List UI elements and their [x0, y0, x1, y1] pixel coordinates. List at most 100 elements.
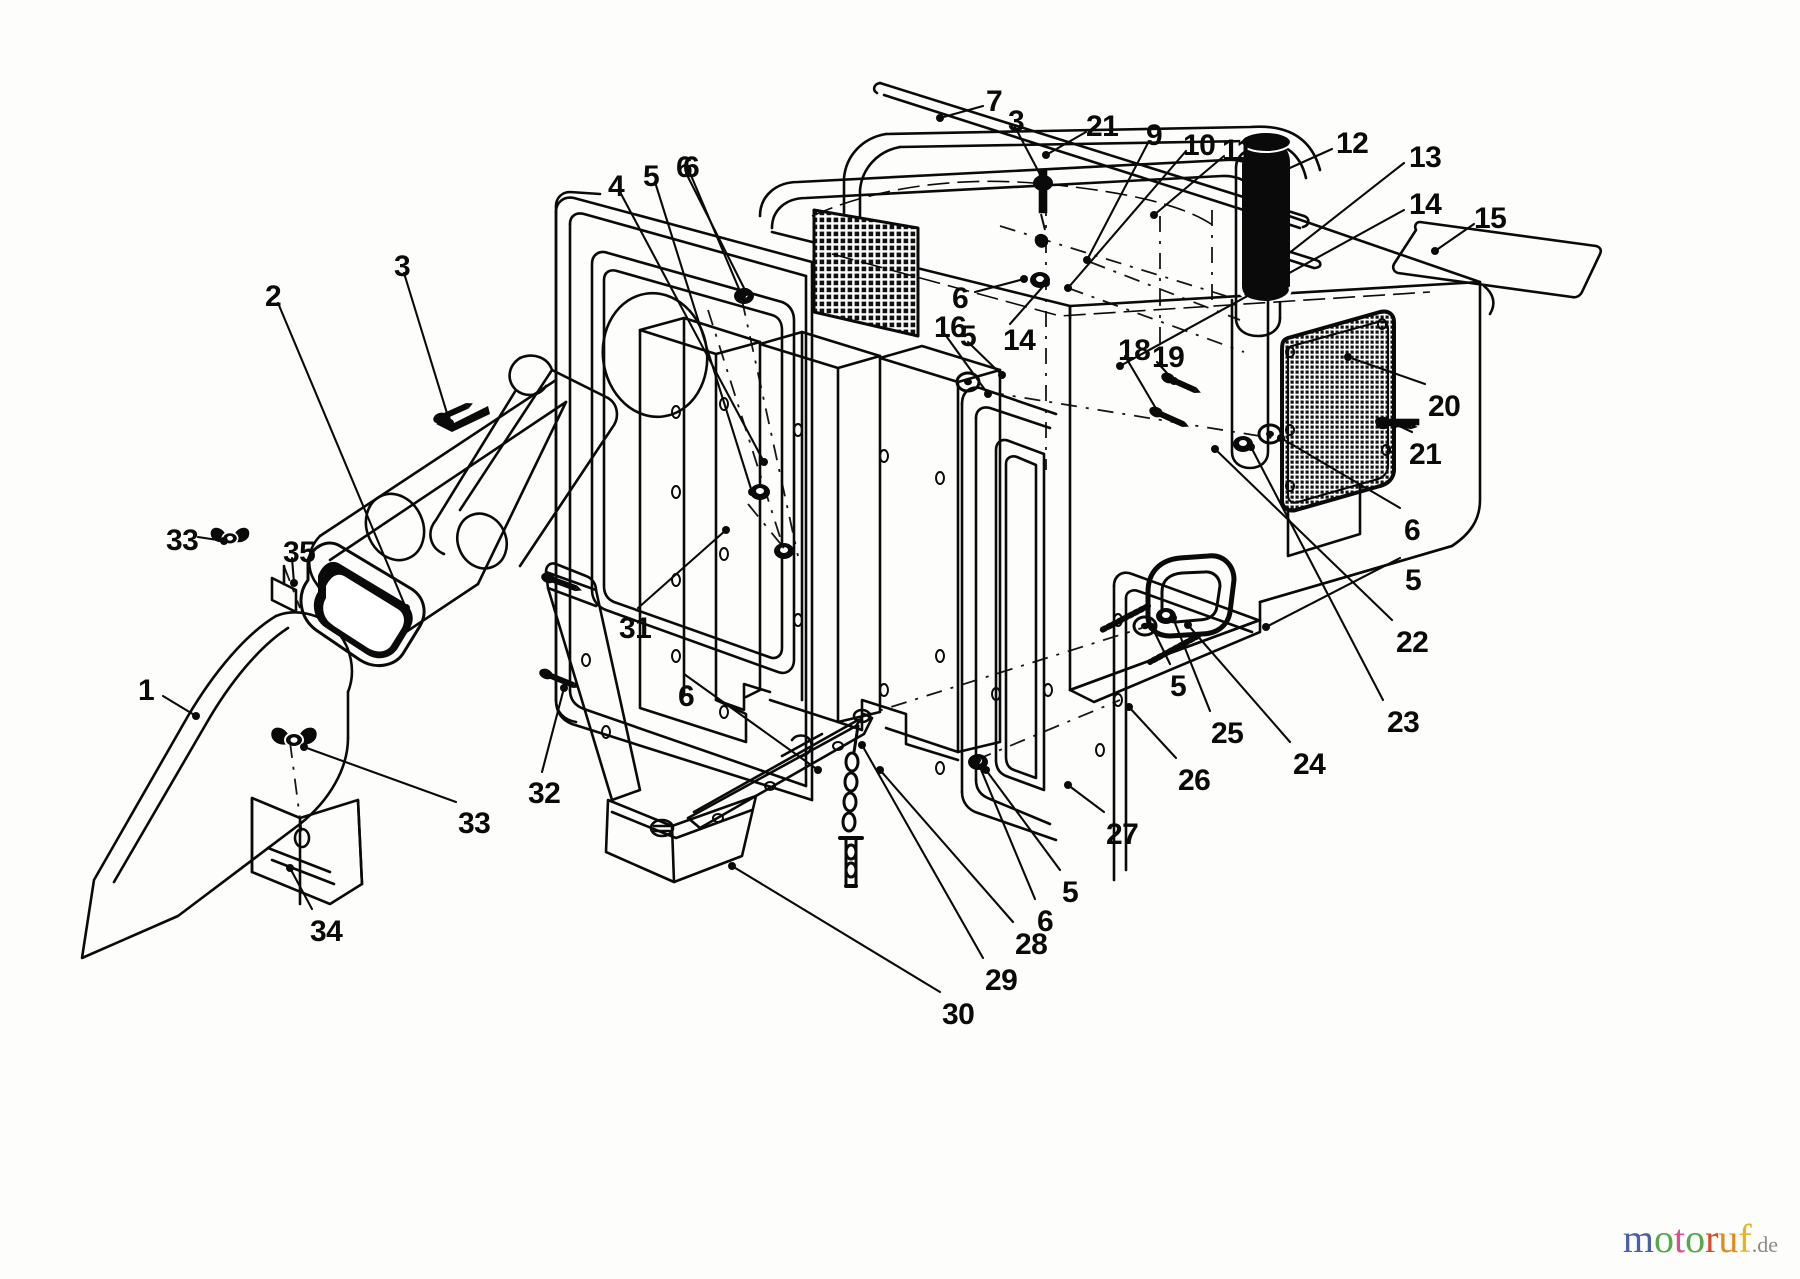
leader-line-4: [618, 190, 766, 464]
leader-dot-16: [984, 390, 992, 398]
callout-label-21: 21: [1086, 110, 1119, 143]
leader-dot-22: [1211, 445, 1219, 453]
leader-line-6: [973, 277, 1026, 294]
callout-label-31: 31: [619, 612, 652, 645]
leader-dot-6: [1277, 434, 1285, 442]
leader-dot-6: [814, 766, 822, 774]
leader-line-20: [1346, 355, 1427, 386]
motoruf-watermark: motoruf.de: [1623, 1219, 1778, 1259]
leader-line-5: [1264, 556, 1402, 629]
leader-dot-31: [722, 526, 730, 534]
leader-dot-18: [1154, 408, 1162, 416]
leader-dot-3: [1039, 176, 1047, 184]
callout-label-28: 28: [1015, 928, 1048, 961]
callout-label-29: 29: [985, 964, 1018, 997]
callout-label-7: 7: [986, 85, 1003, 118]
callout-label-14: 14: [1003, 324, 1036, 357]
callout-label-22: 22: [1396, 626, 1429, 659]
leader-line-25: [1171, 616, 1212, 713]
leader-line-29: [860, 743, 985, 960]
leader-line-1: [161, 694, 198, 718]
leader-line-21: [1044, 130, 1088, 157]
leader-dot-21: [1391, 420, 1399, 428]
watermark-letter-1: o: [1653, 1216, 1674, 1261]
callout-label-15: 15: [1474, 202, 1507, 235]
leader-line-18: [1123, 354, 1160, 414]
leader-dot-5: [748, 488, 756, 496]
callout-label-12: 12: [1336, 127, 1369, 160]
callout-label-1: 1: [138, 674, 155, 707]
leader-line-6: [682, 672, 820, 772]
leader-line-14: [1118, 208, 1406, 368]
watermark-letters: motoruf: [1623, 1219, 1752, 1259]
leader-dot-2: [402, 604, 410, 612]
leader-dot-34: [286, 864, 294, 872]
callout-label-33: 33: [458, 807, 491, 840]
leader-line-5: [653, 180, 754, 494]
leader-dot-14: [1042, 279, 1050, 287]
leader-dot-24: [1184, 621, 1192, 629]
callout-label-3: 3: [394, 250, 411, 283]
leader-line-2: [276, 301, 408, 610]
leader-line-13: [1249, 161, 1406, 285]
callout-label-24: 24: [1293, 748, 1326, 781]
leader-line-5: [966, 340, 1004, 377]
leader-dot-26: [1125, 703, 1133, 711]
callout-label-5: 5: [643, 160, 660, 193]
callout-label-2: 2: [265, 280, 282, 313]
callout-label-23: 23: [1387, 706, 1420, 739]
leader-line-24: [1186, 623, 1292, 744]
leader-line-5: [1150, 625, 1172, 666]
callout-label-10: 10: [1183, 129, 1216, 162]
leader-dot-33: [300, 743, 308, 751]
leader-dot-1: [192, 712, 200, 720]
leader-line-16: [942, 331, 990, 396]
callout-label-5: 5: [1062, 876, 1079, 909]
watermark-letter-2: t: [1673, 1216, 1686, 1261]
callout-label-5: 5: [1405, 564, 1422, 597]
callout-label-14: 14: [1409, 188, 1442, 221]
leader-line-11: [1152, 154, 1226, 217]
leader-line-28: [878, 768, 1015, 924]
leader-line-6: [688, 171, 744, 298]
watermark-letter-3: o: [1685, 1216, 1706, 1261]
callout-label-26: 26: [1178, 764, 1211, 797]
callout-label-13: 13: [1409, 141, 1442, 174]
leader-line-33: [302, 745, 458, 804]
leader-dot-7: [936, 114, 944, 122]
callout-label-6: 6: [952, 282, 969, 315]
leader-dot-3: [446, 419, 454, 427]
leader-dot-35: [290, 579, 298, 587]
leader-dot-15: [1431, 247, 1439, 255]
callout-label-6: 6: [1037, 905, 1054, 938]
leader-line-15: [1433, 222, 1476, 253]
leader-line-23: [1249, 445, 1385, 702]
leader-dot-6: [973, 756, 981, 764]
leader-line-26: [1127, 705, 1178, 760]
callout-label-20: 20: [1428, 390, 1461, 423]
callout-label-21: 21: [1409, 438, 1442, 471]
callout-label-6: 6: [683, 151, 700, 184]
callout-label-35: 35: [283, 536, 316, 569]
leader-dot-20: [1344, 353, 1352, 361]
callout-label-4: 4: [608, 170, 625, 203]
leader-dot-9: [1083, 256, 1091, 264]
leader-line-14: [1008, 281, 1048, 326]
leader-line-9: [1085, 139, 1151, 262]
leader-dot-23: [1247, 443, 1255, 451]
leader-dot-6: [738, 292, 746, 300]
watermark-letter-6: f: [1738, 1216, 1752, 1261]
callout-label-3: 3: [1008, 105, 1025, 138]
leader-dot-14: [1116, 362, 1124, 370]
callout-label-6: 6: [676, 151, 693, 184]
leader-dot-6: [1020, 275, 1028, 283]
callout-label-6: 6: [1404, 514, 1421, 547]
leader-dot-5: [998, 371, 1006, 379]
leader-dot-19: [1170, 377, 1178, 385]
watermark-letter-5: u: [1718, 1216, 1739, 1261]
leader-line-10: [1066, 149, 1188, 290]
callout-label-11: 11: [1222, 134, 1253, 167]
callout-label-33: 33: [166, 524, 199, 557]
